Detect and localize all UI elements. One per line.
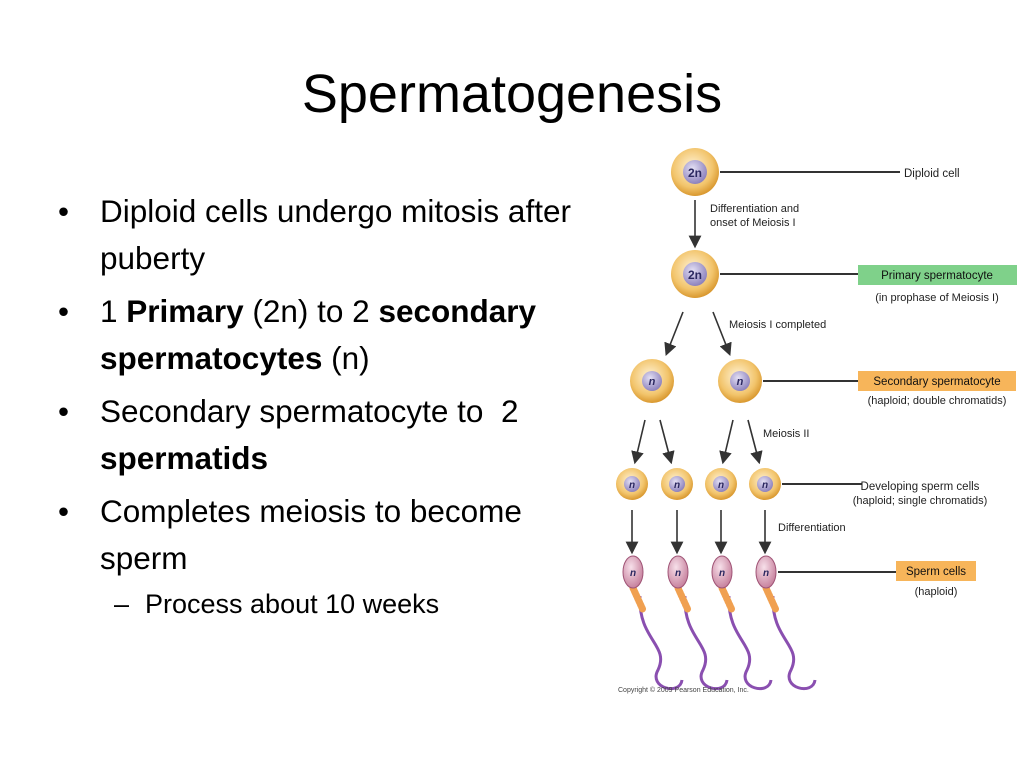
bullet-marker: • bbox=[58, 493, 70, 529]
bullet-marker: • bbox=[58, 393, 70, 429]
sub-bullet-item: – Process about 10 weeks bbox=[58, 584, 598, 624]
developing-sperm-label: Developing sperm cells bbox=[861, 481, 980, 493]
developing-sperm-cell: n bbox=[616, 468, 648, 500]
primary-spermatocyte-box bbox=[858, 265, 1017, 285]
bullet-text-part: (2n) to 2 bbox=[243, 293, 379, 329]
sperm-cell: n bbox=[622, 555, 684, 691]
slide-title: Spermatogenesis bbox=[301, 64, 723, 124]
arrow bbox=[659, 419, 675, 465]
step-label: Differentiation and bbox=[710, 203, 799, 215]
ploidy-label: n bbox=[719, 568, 725, 579]
ploidy-label: n bbox=[737, 376, 744, 388]
step-label: Meiosis I completed bbox=[729, 319, 826, 331]
secondary-spermatocyte-note: (haploid; double chromatids) bbox=[868, 395, 1007, 407]
bullet-item: • Secondary spermatocyte to 2 spermatids bbox=[58, 388, 598, 482]
bullet-bold-term: secondary spermatocytes bbox=[100, 293, 537, 376]
ploidy-label: n bbox=[718, 480, 724, 491]
sub-bullet-marker: – bbox=[114, 589, 130, 619]
ploidy-label: n bbox=[763, 568, 769, 579]
ploidy-label: 2n bbox=[688, 268, 702, 282]
primary-spermatocyte-label: Primary spermatocyte bbox=[881, 270, 993, 282]
arrow bbox=[631, 419, 646, 465]
sperm-cell: n bbox=[711, 555, 773, 691]
sperm-cell: n bbox=[755, 555, 817, 691]
ploidy-label: 2n bbox=[688, 166, 702, 180]
developing-sperm-cell: n bbox=[749, 468, 781, 500]
arrow bbox=[719, 419, 734, 465]
bullet-bold-term: spermatids bbox=[100, 440, 269, 476]
bullet-text-part: (n) bbox=[322, 340, 370, 376]
step-label: Differentiation bbox=[778, 522, 846, 534]
step-label: onset of Meiosis I bbox=[710, 217, 796, 229]
bullet-item: • Diploid cells undergo mitosis after pu… bbox=[58, 188, 598, 282]
bullet-text: Diploid cells undergo mitosis after pube… bbox=[100, 193, 571, 276]
diploid-cell: 2n bbox=[671, 148, 719, 196]
ploidy-label: n bbox=[675, 568, 681, 579]
diploid-cell-label: Diploid cell bbox=[904, 168, 960, 180]
step-label: Meiosis II bbox=[763, 428, 809, 440]
developing-sperm-cell: n bbox=[705, 468, 737, 500]
secondary-spermatocyte-cell: n bbox=[718, 359, 762, 403]
bullet-text: Completes meiosis to become sperm bbox=[100, 493, 522, 576]
ploidy-label: n bbox=[629, 480, 635, 491]
secondary-spermatocyte-label: Secondary spermatocyte bbox=[873, 376, 1000, 388]
bullet-text-part: 1 bbox=[100, 293, 127, 329]
bullet-marker: • bbox=[58, 293, 70, 329]
arrow bbox=[712, 311, 732, 356]
developing-sperm-note: (haploid; single chromatids) bbox=[853, 495, 988, 507]
sperm-cells-box bbox=[896, 561, 976, 581]
ploidy-label: n bbox=[762, 480, 768, 491]
sperm-cell: n bbox=[667, 555, 729, 691]
sperm-cells-label: Sperm cells bbox=[906, 566, 966, 578]
arrow bbox=[664, 311, 684, 356]
primary-spermatocyte-cell: 2n bbox=[671, 250, 719, 298]
copyright-notice: Copyright © 2009 Pearson Education, Inc. bbox=[618, 686, 749, 694]
bullet-list: • Diploid cells undergo mitosis after pu… bbox=[58, 188, 598, 630]
secondary-spermatocyte-box bbox=[858, 371, 1016, 391]
bullet-marker: • bbox=[58, 193, 70, 229]
spermatogenesis-diagram: 2n Diploid cell Differentiation and onse… bbox=[616, 148, 1017, 694]
bullet-item: • Completes meiosis to become sperm – Pr… bbox=[58, 488, 598, 624]
ploidy-label: n bbox=[649, 376, 656, 388]
developing-sperm-cell: n bbox=[661, 468, 693, 500]
ploidy-label: n bbox=[674, 480, 680, 491]
bullet-item: • 1 Primary (2n) to 2 secondary spermato… bbox=[58, 288, 598, 382]
secondary-spermatocyte-cell: n bbox=[630, 359, 674, 403]
bullet-text-part: Secondary spermatocyte to 2 bbox=[100, 393, 528, 429]
ploidy-label: n bbox=[630, 568, 636, 579]
primary-spermatocyte-note: (in prophase of Meiosis I) bbox=[875, 292, 999, 304]
sub-bullet-text: Process about 10 weeks bbox=[145, 589, 440, 619]
bullet-bold-term: Primary bbox=[126, 293, 244, 329]
arrow bbox=[747, 419, 763, 465]
sperm-cells-note: (haploid) bbox=[915, 586, 958, 598]
